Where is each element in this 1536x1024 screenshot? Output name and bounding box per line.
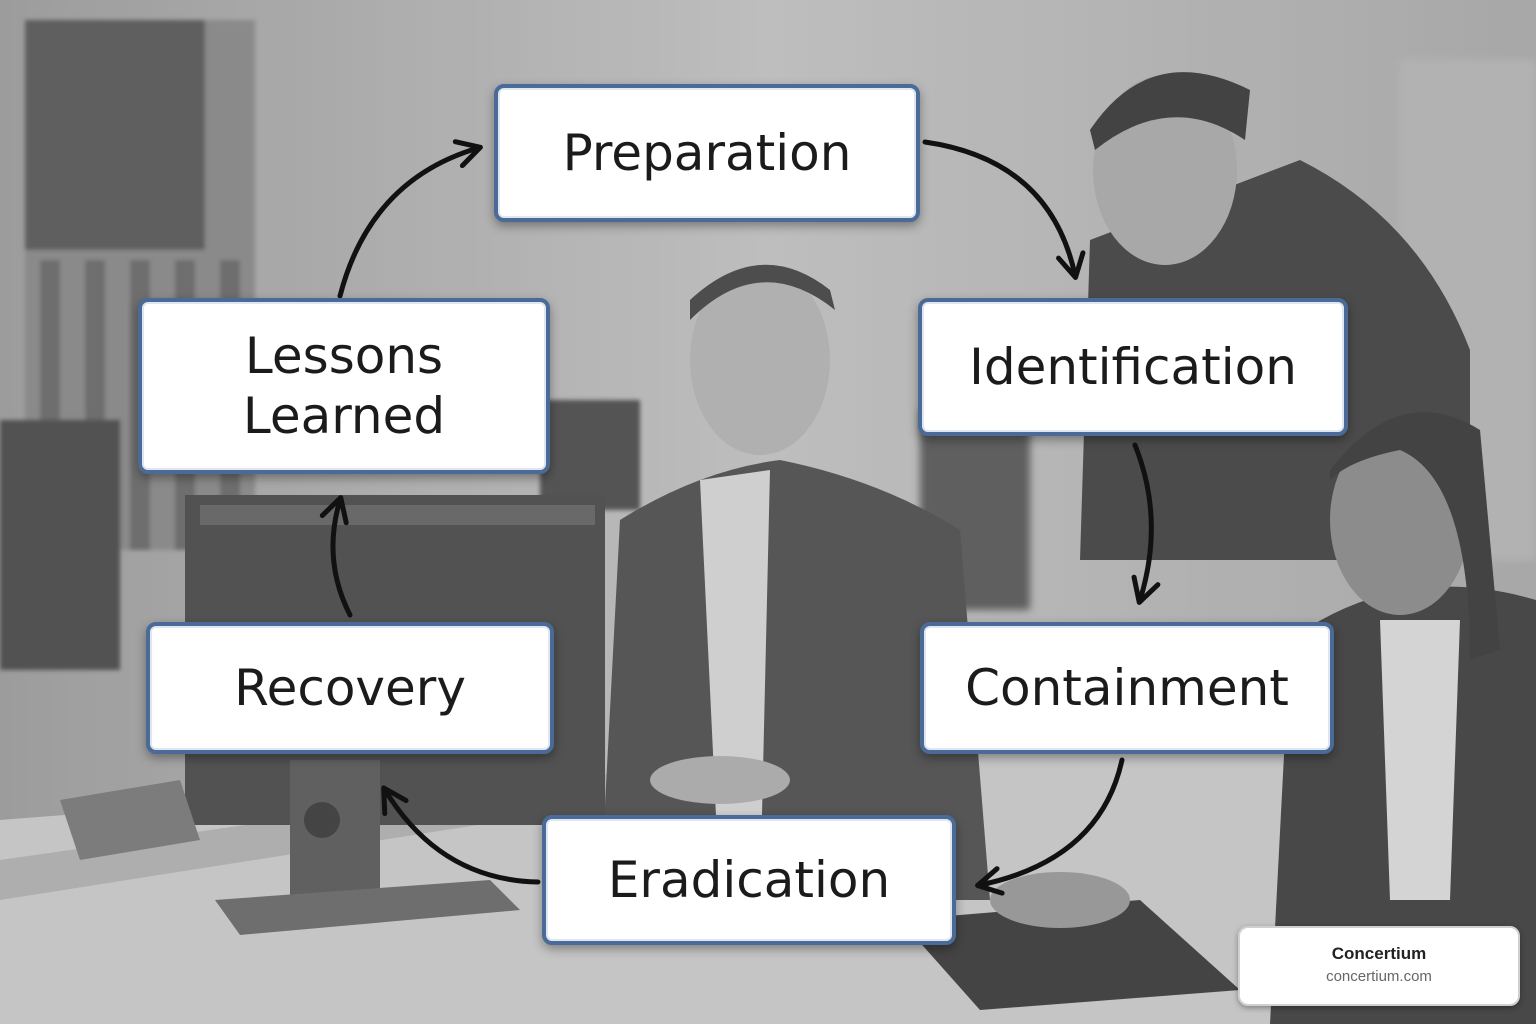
stage-preparation: Preparation	[494, 84, 920, 222]
stage-eradication: Eradication	[542, 815, 956, 945]
stage-label: Preparation	[562, 124, 852, 182]
stage-label: Recovery	[234, 659, 466, 717]
brand-card[interactable]: Concertium concertium.com	[1238, 926, 1520, 1006]
brand-name: Concertium	[1331, 944, 1427, 963]
stage-label: Identification	[969, 338, 1297, 396]
stage-label: Lessons Learned	[242, 327, 446, 445]
person-woman	[1270, 412, 1536, 1024]
brand-url[interactable]: concertium.com	[1326, 968, 1432, 985]
stage-label: Eradication	[607, 851, 891, 909]
stage-identification: Identification	[918, 298, 1348, 436]
stage-label: Containment	[965, 659, 1289, 717]
stage-containment: Containment	[920, 622, 1334, 754]
stage-lessons-learned: Lessons Learned	[138, 298, 550, 474]
stage-recovery: Recovery	[146, 622, 554, 754]
